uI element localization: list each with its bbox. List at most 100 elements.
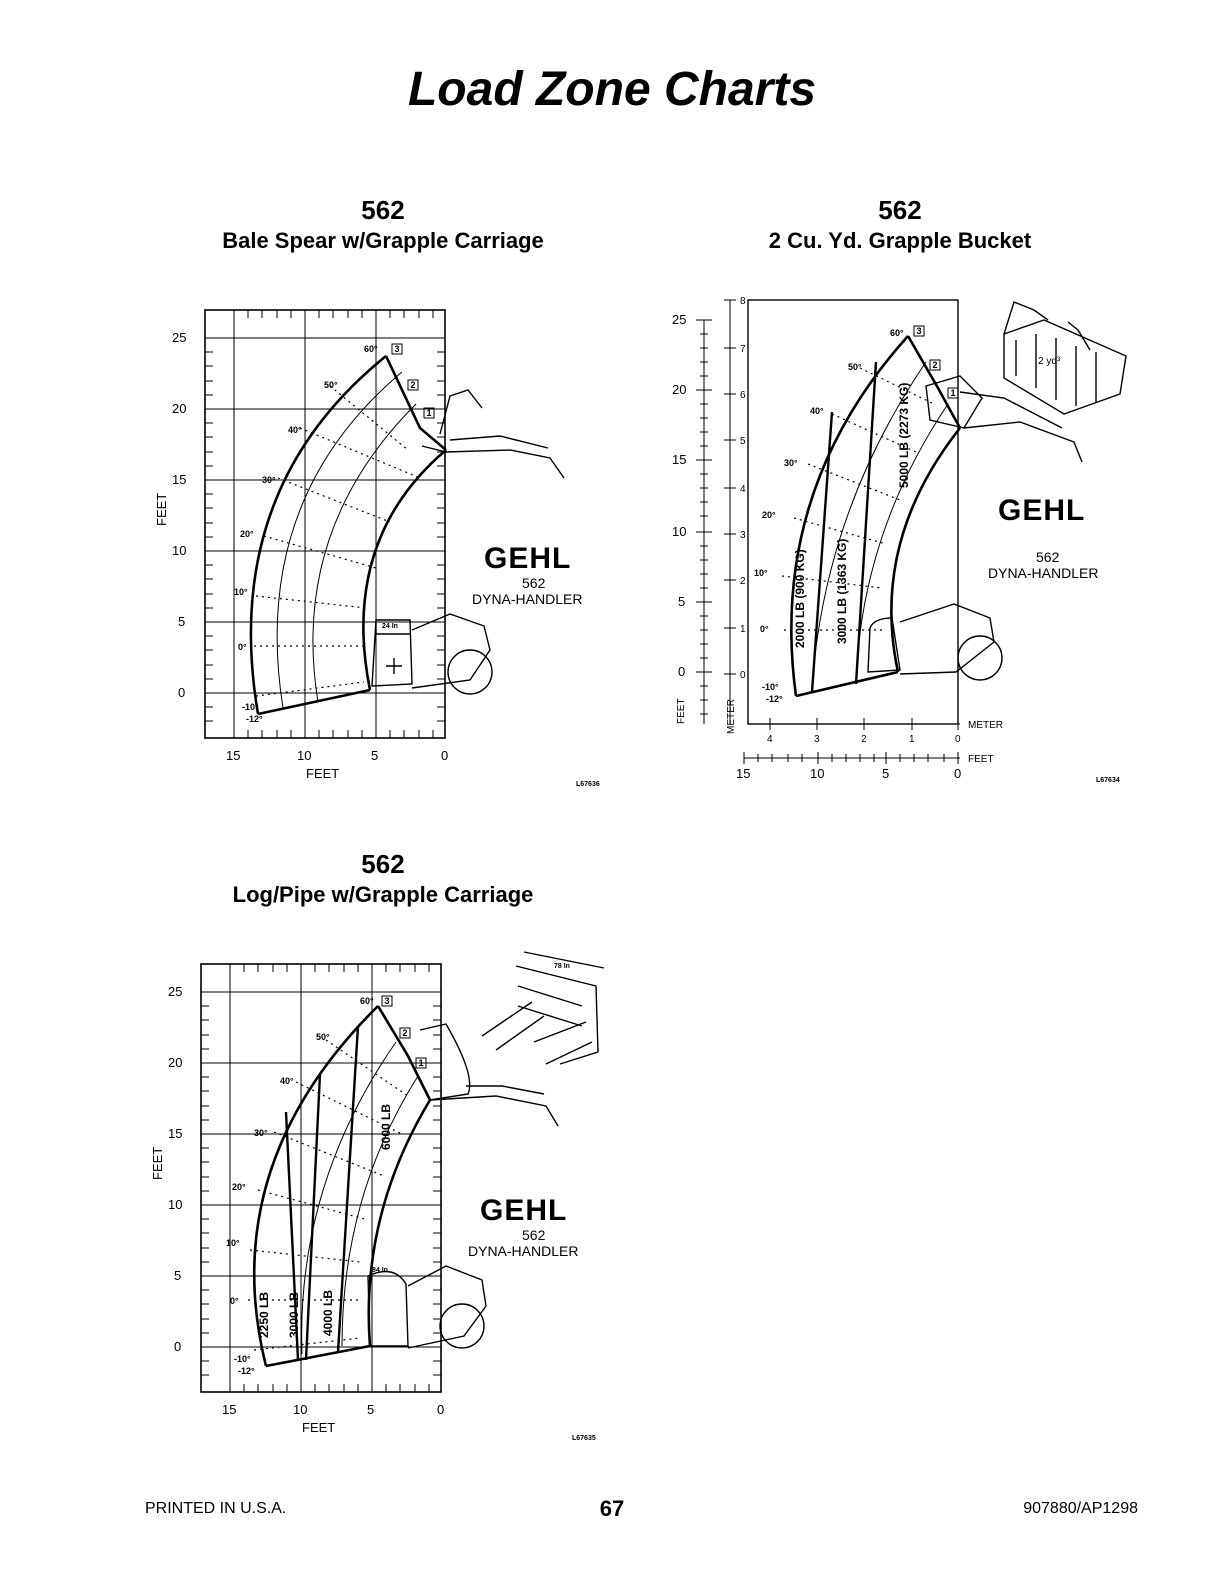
chart1-zone-marker: 3 — [395, 344, 400, 354]
chart2-angle: 60° — [890, 328, 904, 338]
chart2-subtitle: 2 Cu. Yd. Grapple Bucket — [768, 228, 1032, 253]
chart1-y-axis-label: FEET — [154, 493, 169, 526]
chart3-subtitle: Log/Pipe w/Grapple Carriage — [232, 882, 534, 907]
footer-doc-number: 907880/AP1298 — [1023, 1500, 1138, 1517]
chart2-feet-y-label: FEET — [676, 698, 687, 724]
chart2-model: 562 — [878, 195, 922, 225]
chart1-gehl-logo: GEHL — [484, 542, 571, 575]
chart2-capacity: 3000 LB (1363 KG) — [835, 539, 849, 644]
chart2-angle: 10° — [754, 568, 768, 578]
chart1-model-name: 562 — [522, 575, 546, 591]
chart2-angle: -12° — [766, 694, 783, 704]
chart3-capacity: 6000 LB — [379, 1104, 393, 1150]
chart1-angle: 10° — [234, 587, 248, 597]
chart3-machine-sketch — [367, 951, 605, 1349]
chart2-meter-xtick: 1 — [909, 734, 915, 745]
chart2-angle: 50° — [848, 362, 862, 372]
chart3-model-name: 562 — [522, 1227, 546, 1243]
chart2-zone-markers: 3 2 1 — [913, 325, 959, 399]
chart1-angle: 40° — [288, 425, 302, 435]
chart2-feet-xtick: 15 — [736, 766, 750, 781]
chart3-zone-markers: 3 2 1 — [381, 995, 427, 1069]
chart3-zone-marker: 1 — [419, 1058, 424, 1068]
chart3-angle: -10° — [234, 1354, 251, 1364]
chart3-xtick: 10 — [293, 1402, 307, 1417]
chart2-zone-marker: 1 — [951, 388, 956, 398]
chart2-model-desc: DYNA-HANDLER — [988, 565, 1098, 581]
chart3-ytick: 25 — [168, 984, 182, 999]
chart2-feet-ytick: 20 — [672, 382, 686, 397]
chart1-x-axis-label: FEET — [306, 766, 339, 781]
chart2-heading: 562 2 Cu. Yd. Grapple Bucket — [670, 194, 1130, 256]
chart2-feet-axis — [696, 299, 736, 724]
chart1-angle: 50° — [324, 380, 338, 390]
chart2-feet-ytick: 10 — [672, 524, 686, 539]
chart3-grid — [201, 964, 441, 1392]
chart2-capacity: 2000 LB (900 KG) — [793, 549, 807, 648]
chart1-ytick: 15 — [172, 472, 186, 487]
chart3-xtick: 15 — [222, 1402, 236, 1417]
chart2-meter-x-label: METER — [968, 720, 1003, 731]
chart3-capacity: 2250 LB — [257, 1292, 271, 1338]
chart2-angle: 40° — [810, 406, 824, 416]
chart1-grid — [205, 310, 445, 738]
chart1-machine-sketch — [371, 389, 565, 695]
chart1-angle: 30° — [262, 475, 276, 485]
chart3-angle: 0° — [230, 1296, 239, 1306]
chart3-capacity: 4000 LB — [321, 1290, 335, 1336]
chart2-meter-xtick: 0 — [955, 734, 961, 745]
chart2-meter-ytick: 5 — [740, 436, 746, 447]
chart3-ytick: 20 — [168, 1055, 182, 1070]
chart3-angle: 60° — [360, 996, 374, 1006]
chart1-ticks — [205, 310, 445, 738]
chart1-zone-markers: 3 2 1 — [391, 343, 435, 419]
chart2-zone-marker: 3 — [917, 326, 922, 336]
chart3-ytick: 0 — [174, 1339, 181, 1354]
chart1-ytick: 0 — [178, 685, 185, 700]
chart2-meter-ytick: 0 — [740, 670, 746, 681]
chart3-ticks — [201, 964, 441, 1392]
chart2-feet-xtick: 5 — [882, 766, 889, 781]
chart1-ytick: 25 — [172, 330, 186, 345]
chart2-bucket-label: 2 yd³ — [1038, 356, 1061, 367]
chart1-load-zone-diagram: 25 20 15 10 5 0 FEET 15 10 5 0 FEET 60° … — [150, 300, 630, 800]
chart3-angle: 50° — [316, 1032, 330, 1042]
chart1-ytick: 20 — [172, 401, 186, 416]
chart1-zone-arcs — [249, 354, 447, 716]
chart1-xtick: 5 — [371, 748, 378, 763]
chart3-frame — [200, 963, 442, 1393]
chart3-zone-outline — [252, 1005, 432, 1368]
chart2-meter-xtick: 4 — [767, 734, 773, 745]
chart3-angle: 30° — [254, 1128, 268, 1138]
chart1-ref: L67636 — [576, 781, 600, 788]
chart3-model: 562 — [361, 849, 405, 879]
chart1-heading: 562 Bale Spear w/Grapple Carriage — [150, 194, 616, 256]
chart3-zone-marker: 2 — [403, 1028, 408, 1038]
chart3-angle-lines — [248, 1039, 409, 1351]
chart2-feet-x-label: FEET — [968, 754, 994, 765]
chart3-ytick: 5 — [174, 1268, 181, 1283]
chart1-angle: -12° — [246, 714, 263, 724]
chart2-meter-ytick: 2 — [740, 576, 746, 587]
chart3-ytick: 15 — [168, 1126, 182, 1141]
chart2-feet-xtick: 0 — [954, 766, 961, 781]
chart3-angle: 40° — [280, 1076, 294, 1086]
chart1-angle-lines — [254, 385, 421, 697]
chart2-angle: -10° — [762, 682, 779, 692]
chart3-heading: 562 Log/Pipe w/Grapple Carriage — [150, 848, 616, 910]
chart3-xtick: 5 — [367, 1402, 374, 1417]
chart2-angle: 20° — [762, 510, 776, 520]
chart2-feet-ytick: 5 — [678, 594, 685, 609]
chart2-meter-xtick: 2 — [861, 734, 867, 745]
chart1-angle: -10° — [242, 702, 259, 712]
page-number: 67 — [599, 1496, 625, 1521]
chart3-xtick: 0 — [437, 1402, 444, 1417]
chart2-meter-ytick: 7 — [740, 344, 746, 355]
chart3-angle: -12° — [238, 1366, 255, 1376]
chart2-x-axes — [743, 718, 960, 764]
chart2-zone-marker: 2 — [933, 360, 938, 370]
chart3-angle: 10° — [226, 1238, 240, 1248]
chart2-zone-outline — [790, 335, 962, 698]
chart2-feet-ytick: 25 — [672, 312, 686, 327]
chart2-capacity: 5000 LB (2273 KG) — [897, 383, 911, 488]
